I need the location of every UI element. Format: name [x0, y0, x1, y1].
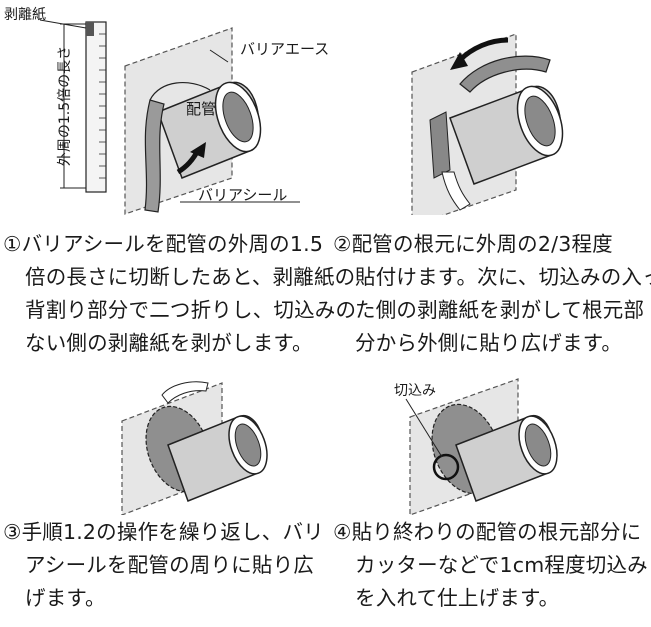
notch-label: 切込み [394, 383, 436, 399]
step-2-illustration [411, 33, 564, 215]
caption-line: 分から外側に貼り広げます。 [355, 331, 623, 355]
caption-line: を入れて仕上げます。 [355, 586, 560, 610]
caption-line: ②配管の根元に外周の2/3程度 [333, 232, 613, 256]
caption-line: 倍の長さに切断したあと、剥離紙の [25, 265, 356, 289]
barrier-seal-label: バリアシール [198, 186, 288, 204]
caption-line: ③手順1.2の操作を繰り返し、バリ [3, 520, 324, 544]
caption-line: アシールを配管の周りに貼り広 [25, 553, 314, 577]
release-paper-label: 剥離紙 [4, 7, 46, 23]
caption-line: 貼付けます。次に、切込みの入っ [355, 265, 651, 289]
caption-line: カッターなどで1cm程度切込み [355, 553, 648, 577]
caption-line: ④貼り終わりの配管の根元部分に [333, 520, 642, 544]
caption-line: げます。 [25, 586, 106, 610]
caption-line: ない側の剥離紙を剥がします。 [25, 331, 313, 355]
step-1-illustration [39, 19, 300, 215]
length-label: 外周の1.5倍の長さ [57, 45, 73, 167]
step-4-caption: ④貼り終わりの配管の根元部分に カッターなどで1cm程度切込み を入れて仕上げま… [333, 516, 648, 615]
step-3-illustration [121, 381, 268, 515]
step-1-caption: ①バリアシールを配管の外周の1.5 倍の長さに切断したあと、剥離紙の 背割り部分… [3, 228, 356, 360]
caption-line: た側の剥離紙を剥がして根元部 [355, 298, 645, 322]
step-4-illustration [405, 378, 558, 515]
step-2-caption: ②配管の根元に外周の2/3程度 貼付けます。次に、切込みの入っ た側の剥離紙を剥… [333, 228, 651, 360]
barrier-ace-label: バリアエース [240, 40, 330, 58]
pipe-label: 配管 [186, 100, 217, 118]
caption-line: ①バリアシールを配管の外周の1.5 [3, 232, 324, 256]
caption-line: 背割り部分で二つ折りし、切込みの [25, 298, 357, 322]
step-3-caption: ③手順1.2の操作を繰り返し、バリ アシールを配管の周りに貼り広 げます。 [3, 516, 324, 615]
